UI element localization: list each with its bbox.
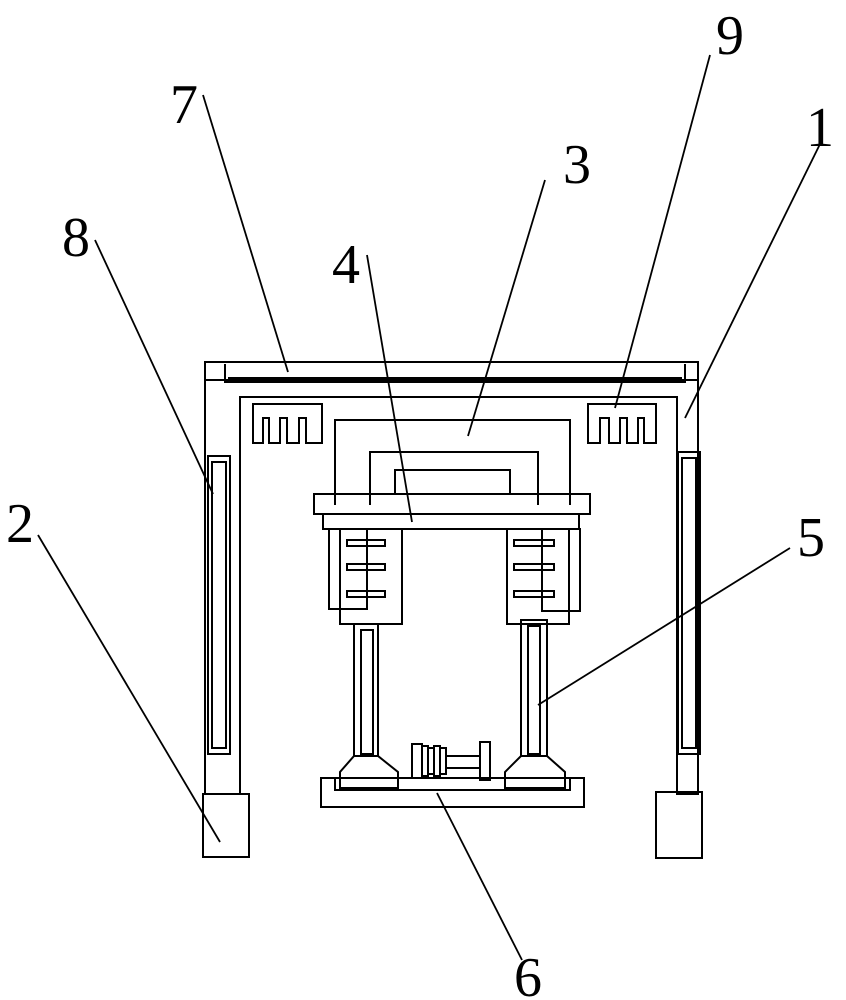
label-4: 4 xyxy=(332,234,360,296)
right-guide-slot xyxy=(677,451,701,755)
leader-lines xyxy=(37,54,823,961)
right-rail-clamp xyxy=(587,403,657,444)
label-1: 1 xyxy=(806,97,834,159)
leader-4 xyxy=(366,254,413,523)
right-foot xyxy=(655,791,703,859)
mounting-plate xyxy=(322,513,580,530)
frame xyxy=(204,361,699,795)
left-guide-slot xyxy=(207,455,231,755)
label-5: 5 xyxy=(797,507,825,569)
leader-6 xyxy=(436,792,523,961)
leader-8 xyxy=(94,239,214,495)
leader-5 xyxy=(537,547,791,706)
leader-1 xyxy=(684,139,823,419)
leader-3 xyxy=(467,179,546,437)
label-8: 8 xyxy=(62,207,90,269)
left-foot xyxy=(202,793,250,858)
label-9: 9 xyxy=(716,5,744,67)
label-7: 7 xyxy=(170,74,198,136)
right-telescopic-leg xyxy=(504,528,581,789)
leader-7 xyxy=(202,94,289,373)
label-2: 2 xyxy=(6,493,34,555)
left-rail-clamp xyxy=(252,403,323,444)
left-telescopic-leg xyxy=(328,528,403,789)
leader-2 xyxy=(37,534,221,843)
carriage-block xyxy=(313,419,591,515)
label-3: 3 xyxy=(563,134,591,196)
top-rail xyxy=(224,364,686,383)
base-plate xyxy=(320,777,585,808)
part-labels: 1 2 3 4 5 6 7 8 9 xyxy=(6,5,834,1000)
leader-9 xyxy=(614,54,711,409)
spring-motor xyxy=(411,741,491,781)
label-6: 6 xyxy=(514,947,542,1000)
